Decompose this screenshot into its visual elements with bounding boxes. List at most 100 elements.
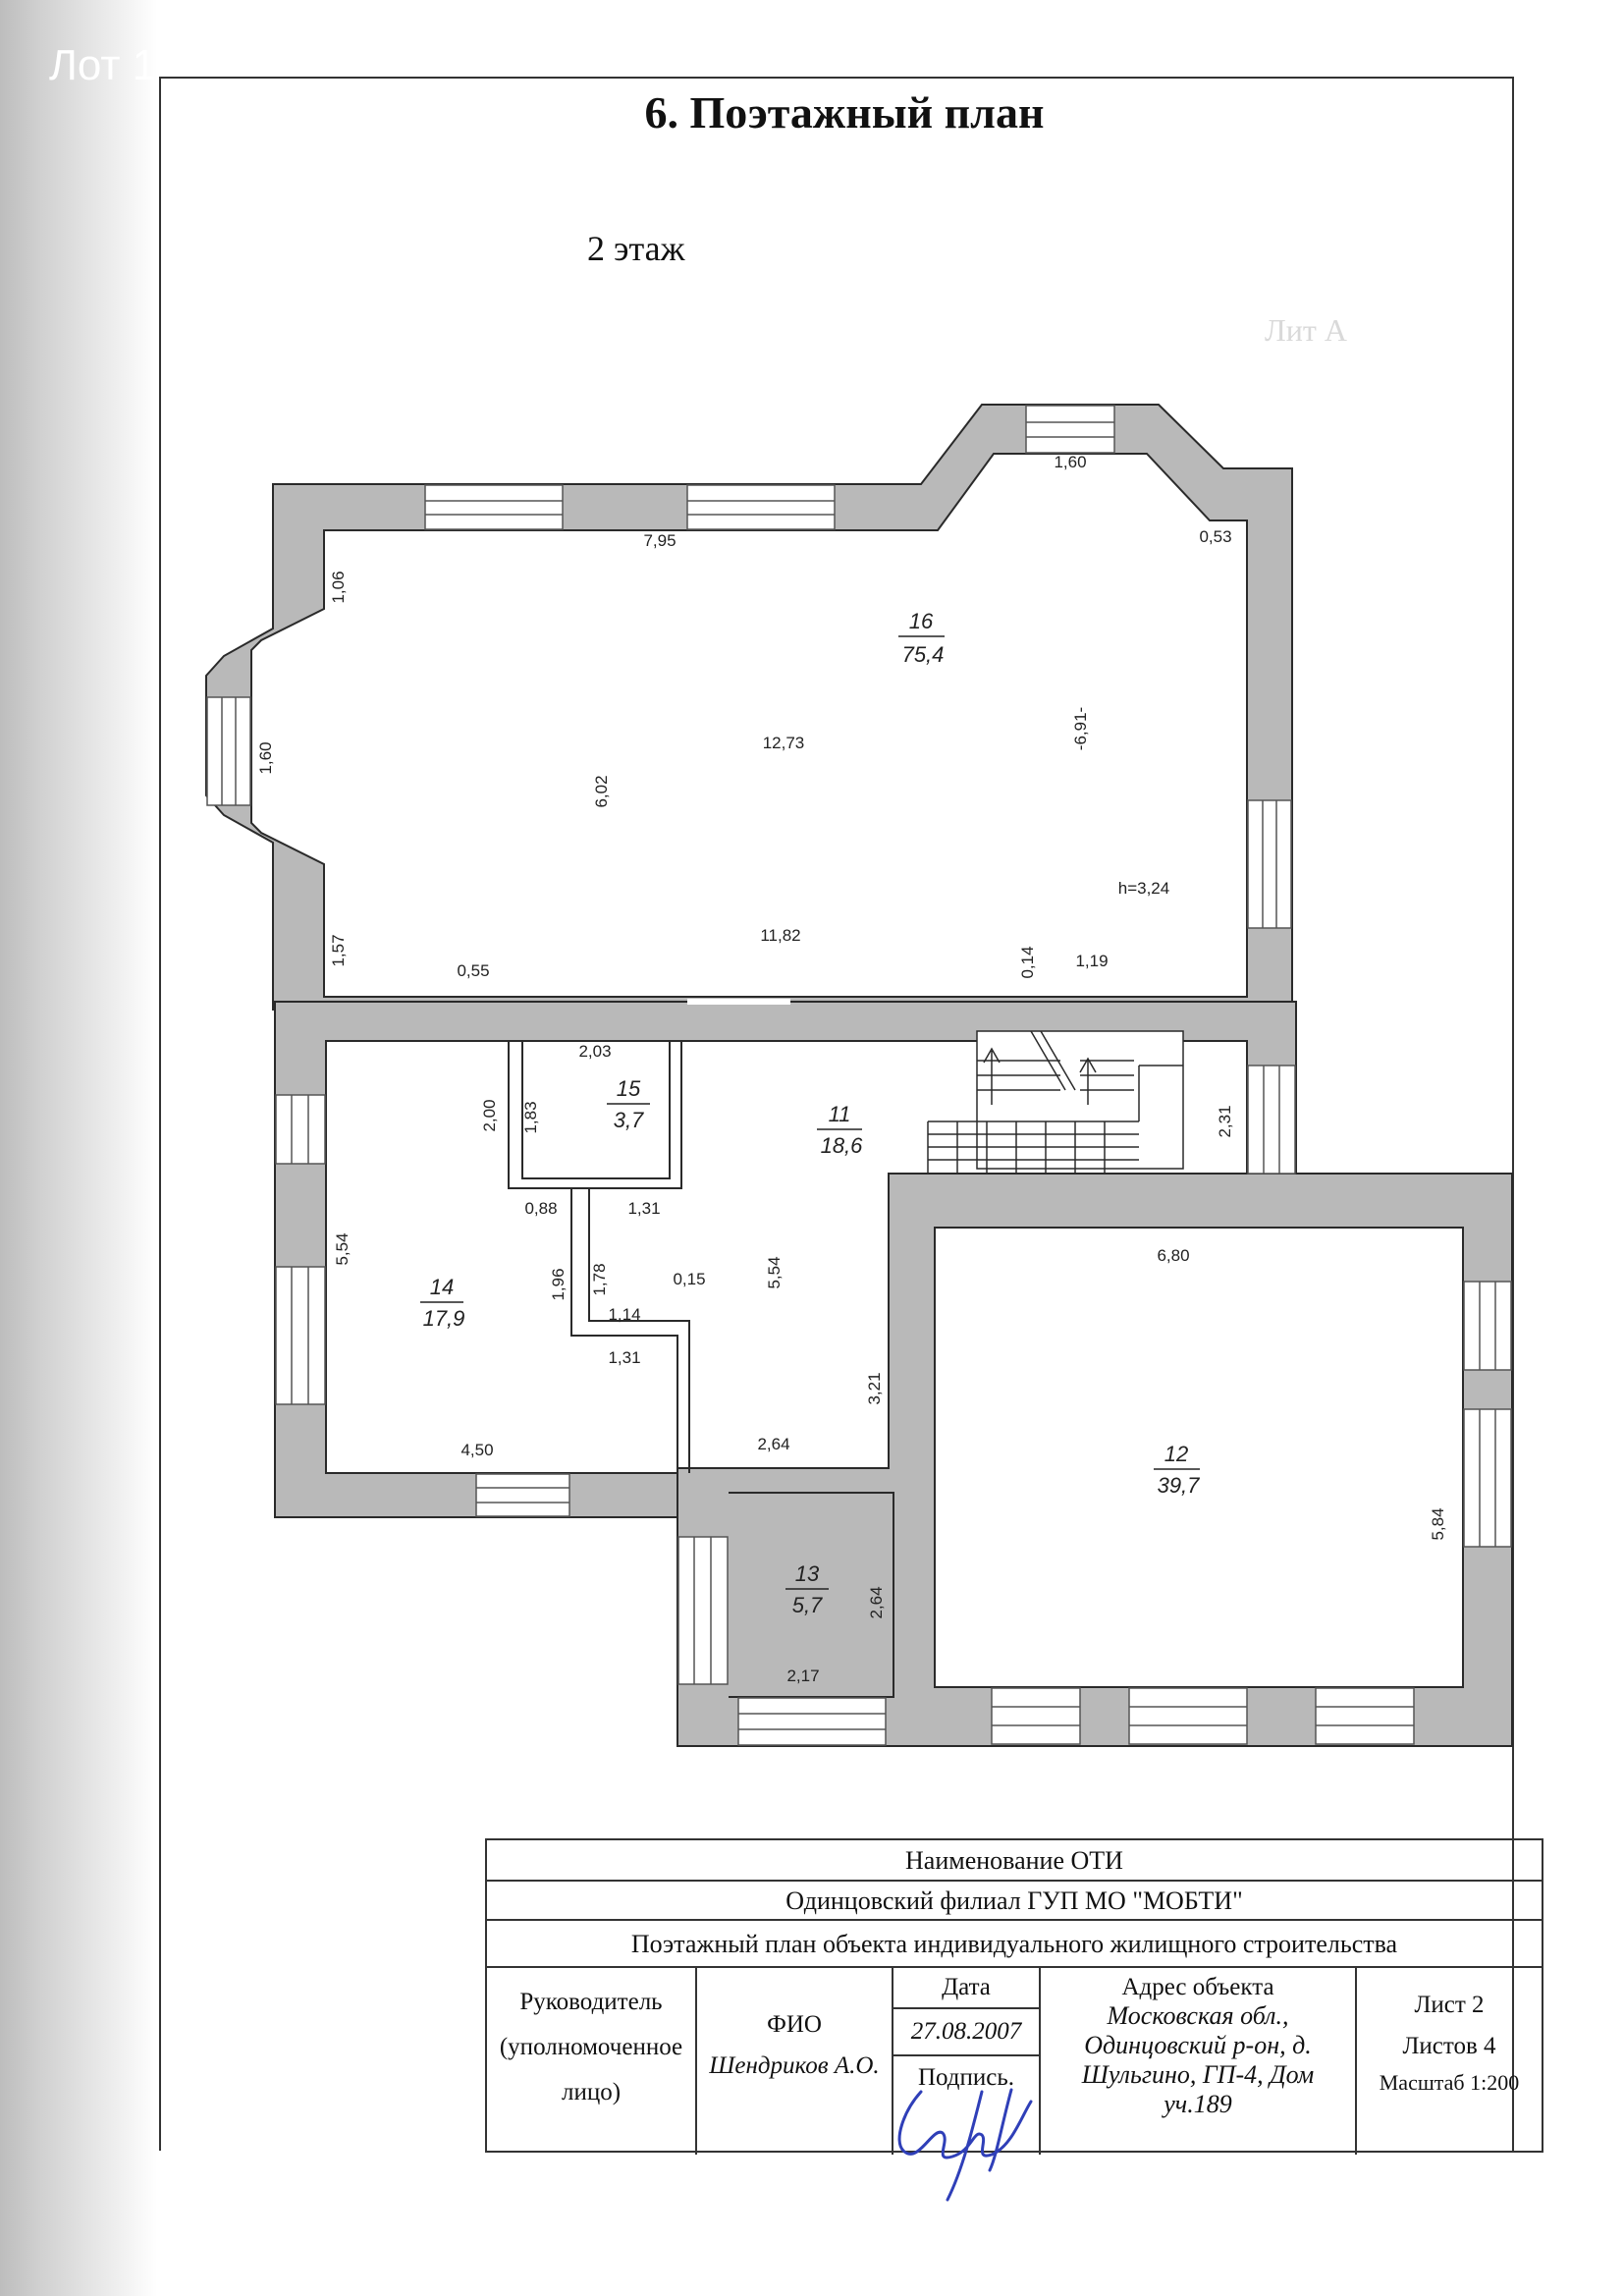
stamp-scale: Масштаб 1:200 <box>1379 2070 1520 2095</box>
stamp-date-cell: Дата 27.08.2007 Подпись. <box>893 1968 1041 2155</box>
window <box>737 1697 887 1746</box>
stamp-oti-label: Наименование ОТИ <box>487 1840 1542 1882</box>
partitions <box>508 999 894 1698</box>
dim-label: 1,83 <box>521 1101 540 1133</box>
dim-label: 2,64 <box>867 1586 886 1618</box>
room-12-number: 12 <box>1164 1442 1188 1466</box>
dim-label: 0,15 <box>673 1270 705 1288</box>
dim-label: 7,95 <box>643 531 676 550</box>
room-15-area: 3,7 <box>614 1108 644 1132</box>
window <box>275 1266 326 1405</box>
walls <box>205 404 1513 1747</box>
window <box>1463 1408 1512 1548</box>
stamp-fio-value: Шендриков А.О. <box>709 2052 880 2079</box>
room-15-inner <box>521 1040 671 1179</box>
dim-label: 5,54 <box>765 1256 784 1288</box>
stamp-date-value: 27.08.2007 <box>893 2009 1039 2056</box>
stamp-role-cell: Руководитель (уполномоченное лицо) <box>487 1968 697 2155</box>
staircase <box>927 1030 1184 1174</box>
dim-label: 1,78 <box>590 1263 609 1295</box>
room-14-label: 14 17,9 <box>420 1275 464 1331</box>
window <box>1247 1065 1296 1175</box>
room-14-area: 17,9 <box>423 1306 465 1331</box>
stamp-role-line: лицо) <box>561 2079 622 2105</box>
stamp-fio-cell: ФИО Шендриков А.О. <box>697 1968 893 2155</box>
window <box>991 1687 1081 1745</box>
dim-label: 2,00 <box>480 1099 499 1131</box>
document-title: 6. Поэтажный план <box>644 87 1045 137</box>
stamp-sheets-total: Листов 4 <box>1402 2033 1496 2059</box>
dim-label: 1,14 <box>608 1305 640 1324</box>
stamp-sheet-cell: Лист 2 Листов 4 Масштаб 1:200 <box>1357 1968 1542 2155</box>
partition-14-11 <box>570 1188 678 1473</box>
stamp-sheet: Лист 2 <box>1414 1992 1485 2018</box>
scan-shadow <box>0 0 157 2296</box>
dimension-labels: 1,60 0,53 7,95 1,06 1,60 6,02 12,73 -6,9… <box>256 453 1447 1685</box>
room-13-label: 13 5,7 <box>785 1561 829 1617</box>
window <box>677 1536 729 1685</box>
window <box>1247 799 1292 929</box>
room-11-label: 11 18,6 <box>817 1102 863 1158</box>
dim-label: 1,57 <box>329 934 348 966</box>
room-15-label: 15 3,7 <box>607 1076 650 1132</box>
faint-lit-stamp: Лит А <box>1265 312 1347 348</box>
room-12-label: 12 39,7 <box>1154 1442 1200 1498</box>
room-11-area: 18,6 <box>821 1133 864 1158</box>
floor-label: 2 этаж <box>587 229 685 268</box>
dim-label: 6,80 <box>1157 1246 1189 1265</box>
dim-label: 0,88 <box>524 1199 557 1218</box>
dim-label: 1,19 <box>1075 952 1108 970</box>
window <box>275 1094 326 1165</box>
partition-14-11-inner <box>588 1188 690 1473</box>
room-16-area: 75,4 <box>902 642 945 667</box>
window <box>1315 1687 1415 1745</box>
windows <box>206 405 1512 1746</box>
dim-label: 1,31 <box>627 1199 660 1218</box>
title-block: Наименование ОТИ Одинцовский филиал ГУП … <box>485 1838 1543 2155</box>
dim-label: 3,21 <box>865 1372 884 1404</box>
dim-label: 5,54 <box>333 1232 352 1265</box>
room-11-number: 11 <box>829 1102 851 1126</box>
dim-label: 1,60 <box>256 741 275 774</box>
dim-label: 0,55 <box>457 961 489 980</box>
stamp-role-line: (уполномоченное <box>499 2034 683 2060</box>
stamp-document-type: Поэтажный план объекта индивидуального ж… <box>487 1921 1542 1968</box>
stamp-address-label: Адрес объекта <box>1121 1974 1274 2000</box>
window <box>1463 1281 1512 1371</box>
stamp-role-line: Руководитель <box>519 1989 663 2015</box>
dim-label: -6,91- <box>1071 707 1090 750</box>
dim-label: 1,31 <box>608 1348 640 1367</box>
document-frame <box>159 77 1514 2151</box>
room-labels: 16 75,4 15 3,7 11 18,6 14 17,9 12 39,7 1… <box>420 609 1200 1617</box>
window <box>206 696 251 806</box>
dim-label: h=3,24 <box>1118 879 1169 898</box>
room-12-area: 39,7 <box>1158 1473 1201 1498</box>
room-13-number: 13 <box>795 1561 820 1586</box>
dim-label: 2,03 <box>578 1042 611 1061</box>
wall-room-12 <box>677 1173 1513 1747</box>
signature <box>897 2088 1033 2202</box>
dim-label: 4,50 <box>460 1441 493 1459</box>
stamp-address-line: Московская обл., <box>1107 2001 1289 2030</box>
window <box>424 484 564 530</box>
dim-label: 0,14 <box>1018 946 1037 978</box>
dim-label: 12,73 <box>763 734 805 752</box>
room-16-label: 16 75,4 <box>898 609 945 667</box>
window <box>1025 405 1115 454</box>
dim-label: 1,06 <box>329 571 348 603</box>
stamp-date-label: Дата <box>893 1968 1039 2009</box>
window <box>475 1473 570 1517</box>
stamp-address-line: Шульгино, ГП-4, Дом <box>1081 2060 1315 2089</box>
room-15-number: 15 <box>617 1076 641 1101</box>
stamp-sign-label: Подпись. <box>917 2064 1015 2091</box>
stamp-address-line: уч.189 <box>1164 2090 1232 2118</box>
room-13-area: 5,7 <box>792 1593 823 1617</box>
dim-label: 6,02 <box>592 775 611 807</box>
lot-label: Лот 1 <box>49 41 157 89</box>
dim-label: 11,82 <box>760 926 800 945</box>
dim-label: 2,64 <box>757 1435 789 1453</box>
dim-label: 0,53 <box>1199 527 1231 546</box>
dim-label: 1,60 <box>1054 453 1086 471</box>
stamp-organization: Одинцовский филиал ГУП МО "МОБТИ" <box>487 1882 1542 1921</box>
